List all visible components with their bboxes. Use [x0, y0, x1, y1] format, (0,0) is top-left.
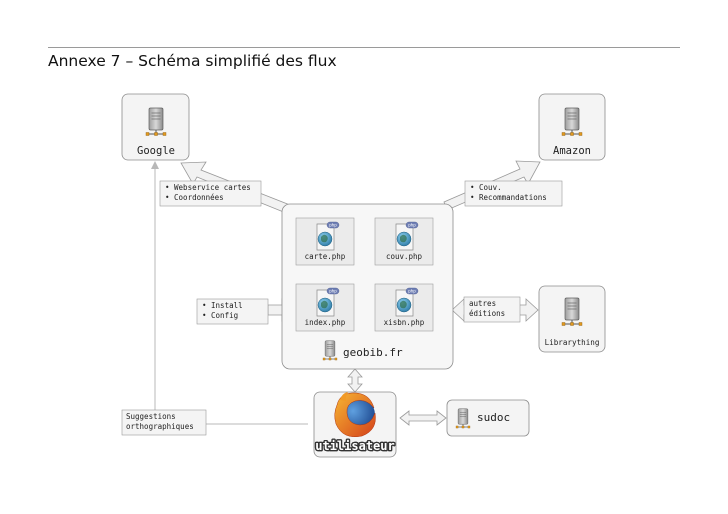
note-item: Config — [202, 311, 243, 321]
note-item: Install — [202, 301, 243, 311]
note-item: orthographiques — [126, 422, 194, 431]
note-item: Couv. — [470, 183, 547, 193]
geobib-hub-box: carte.php couv.php index.php xisbn.php g… — [281, 203, 454, 370]
amazon-server-box: Amazon — [538, 93, 606, 161]
note-item: éditions — [469, 309, 506, 318]
google-server-box: Google — [121, 93, 190, 161]
install-flow-note: Install Config — [202, 301, 243, 321]
file-label-couv: couv.php — [386, 252, 423, 261]
client-label: utilisateur — [315, 439, 394, 453]
suggestions-flow-note: Suggestions orthographiques — [126, 412, 194, 432]
suggestions-flow-line — [151, 161, 308, 425]
hub-client-arrow — [347, 368, 363, 393]
amazon-label: Amazon — [553, 145, 591, 157]
file-label-index: index.php — [305, 318, 346, 327]
sudoc-server-box: sudoc — [446, 399, 530, 437]
sudoc-flow-arrow — [399, 410, 447, 426]
file-label-carte: carte.php — [305, 252, 346, 261]
google-label: Google — [137, 145, 175, 157]
google-flow-note: Webservice cartes Coordonnées — [165, 183, 251, 203]
amazon-flow-note: Couv. Recommandations — [470, 183, 547, 203]
client-label-outline: utilisateur — [315, 439, 394, 453]
note-item: autres — [469, 299, 497, 308]
geobib-label: geobib.fr — [343, 346, 403, 359]
librarything-flow-note: autres éditions — [469, 299, 505, 319]
client-box: utilisateur utilisateur — [313, 391, 397, 458]
file-label-xisbn: xisbn.php — [384, 318, 425, 327]
librarything-note-box — [463, 296, 521, 323]
note-item: Coordonnées — [165, 193, 251, 203]
librarything-server-box: Librarything — [538, 285, 606, 353]
sudoc-label: sudoc — [477, 411, 510, 424]
note-item: Webservice cartes — [165, 183, 251, 193]
firefox-icon — [334, 392, 376, 437]
librarything-label: Librarything — [545, 338, 600, 347]
note-item: Recommandations — [470, 193, 547, 203]
page-title: Annexe 7 – Schéma simplifié des flux — [48, 52, 337, 70]
suggestions-note-box — [121, 409, 207, 436]
note-item: Suggestions — [126, 412, 176, 421]
header-rule — [48, 47, 680, 48]
